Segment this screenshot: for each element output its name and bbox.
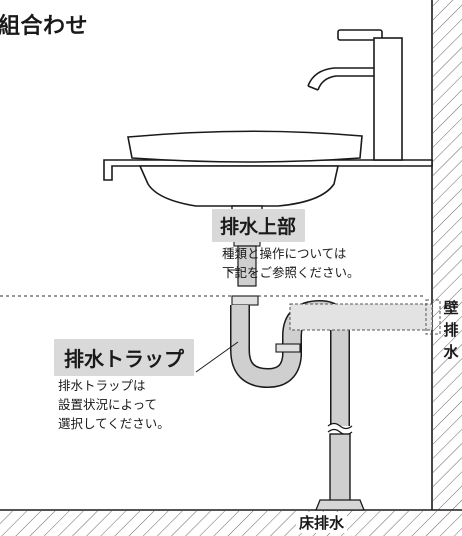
upper-drain-note-line: 種類と操作については xyxy=(222,246,347,261)
trap-note-line: 選択してください。 xyxy=(58,416,170,431)
trap-leader-line xyxy=(195,341,239,373)
trap-tag: 排水トラップ xyxy=(54,339,194,376)
trap-note-line: 設置状況によって xyxy=(58,397,158,412)
wall xyxy=(431,0,462,510)
upper-drain-note: 種類と操作については 下記をご参照ください。 xyxy=(222,244,360,282)
wall-drain-label-char: 排 xyxy=(443,321,459,339)
faucet xyxy=(307,29,403,161)
floor-drain-label: 床排水 xyxy=(296,512,348,533)
trap-note-line: 排水トラップは xyxy=(58,378,146,393)
wall-drain-label-char: 壁 xyxy=(443,299,459,317)
upper-drain-tag: 排水上部 xyxy=(212,209,306,242)
countertop xyxy=(103,159,433,181)
wall-drain-label-char: 水 xyxy=(443,343,459,361)
trap-pipe xyxy=(230,295,441,511)
page-title: 組合わせ xyxy=(0,14,89,39)
trap-note: 排水トラップは 設置状況によって 選択してください。 xyxy=(58,376,170,433)
floor xyxy=(0,509,462,536)
wash-basin xyxy=(127,130,363,219)
upper-drain-note-line: 下記をご参照ください。 xyxy=(222,265,360,280)
